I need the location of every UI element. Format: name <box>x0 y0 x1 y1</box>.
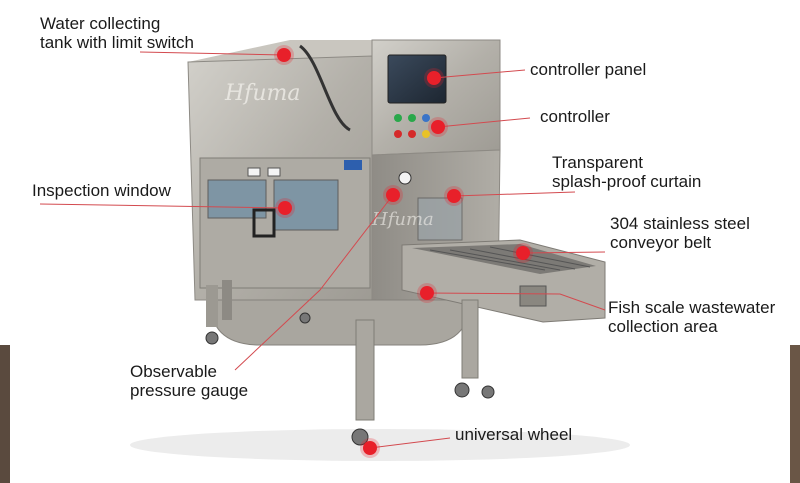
callout-dot-universal-wheel <box>363 441 377 455</box>
callout-dot-controller-panel <box>427 71 441 85</box>
label-inspection-window: Inspection window <box>32 181 171 200</box>
label-water-tank: Water collecting tank with limit switch <box>40 14 194 52</box>
button-red-2 <box>408 130 416 138</box>
callout-dot-pressure-gauge <box>386 188 400 202</box>
caster-wheel-3 <box>351 428 369 446</box>
button-blue <box>422 114 430 122</box>
pressure-gauge-dial <box>398 171 412 185</box>
label-wastewater-area: Fish scale wastewater collection area <box>608 298 776 336</box>
leader-line-controller-panel <box>433 69 526 79</box>
water-pipe <box>299 44 351 132</box>
button-green-2 <box>408 114 416 122</box>
leader-lines <box>39 51 606 449</box>
label-controller-panel: controller panel <box>530 60 647 79</box>
callout-dots <box>274 45 533 458</box>
label-universal-wheel: universal wheel <box>455 425 573 444</box>
inspection-window-left <box>207 179 267 219</box>
conveyor-motor <box>519 285 547 307</box>
photo-edge-right <box>790 345 800 483</box>
leader-line-water-tank <box>139 51 285 56</box>
leader-line-wastewater-area <box>426 292 606 311</box>
label-controller: controller <box>540 107 610 126</box>
callout-dot-splash-curtain <box>447 189 461 203</box>
leader-line-pressure-gauge <box>234 194 394 371</box>
splash-curtain <box>417 197 463 241</box>
caster-wheel-2 <box>299 312 311 324</box>
button-green <box>394 114 402 122</box>
callout-dot-conveyor-belt <box>516 246 530 260</box>
leader-line-conveyor-belt <box>522 251 606 254</box>
leg-back-left <box>206 285 218 327</box>
leg-front-left <box>355 319 375 421</box>
photo-edge-left <box>0 345 10 483</box>
cabinet-badge <box>344 160 362 170</box>
label-splash-curtain: Transparent splash-proof curtain <box>552 153 702 191</box>
floor-shadow <box>130 429 630 461</box>
caster-wheel-1 <box>205 331 219 345</box>
leader-line-inspection-window <box>39 203 286 209</box>
button-red <box>394 130 402 138</box>
callout-dot-inspection-window <box>278 201 292 215</box>
brand-logo: Hfuma <box>224 81 300 106</box>
callout-dot-water-tank <box>277 48 291 62</box>
window-handle <box>252 208 276 238</box>
callout-dot-wastewater-area <box>420 286 434 300</box>
caster-wheel-4 <box>454 382 470 398</box>
leader-line-controller <box>437 117 531 128</box>
leader-line-splash-curtain <box>453 191 576 197</box>
brand-logo-2: Hfuma <box>371 209 434 230</box>
leg-back-mid <box>222 280 232 320</box>
warning-sticker <box>247 167 261 177</box>
label-conveyor-belt: 304 stainless steel conveyor belt <box>610 214 750 252</box>
leader-line-universal-wheel <box>369 437 451 449</box>
hopper <box>209 299 471 346</box>
button-yellow <box>422 130 430 138</box>
controller-screen <box>387 54 447 104</box>
conveyor-slats <box>429 246 591 271</box>
leg-front-right <box>461 299 479 379</box>
warning-sticker-2 <box>267 167 281 177</box>
label-pressure-gauge: Observable pressure gauge <box>130 362 249 400</box>
caster-wheel-5 <box>481 385 495 399</box>
callout-dot-controller <box>431 120 445 134</box>
